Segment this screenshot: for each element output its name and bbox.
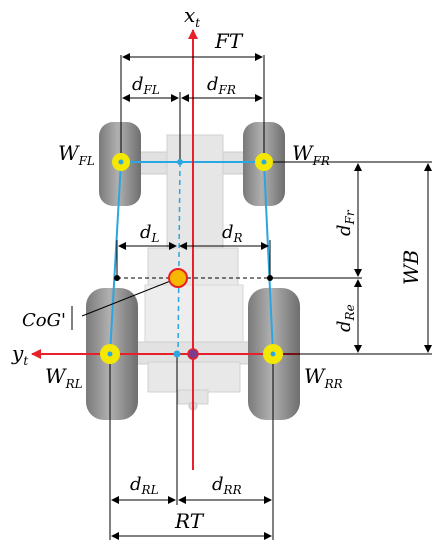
label-W-RL: WRL bbox=[45, 364, 83, 391]
label-d-Re: dRe bbox=[334, 304, 357, 332]
label-d-FR: dFR bbox=[207, 74, 236, 97]
label-d-FL: dFL bbox=[132, 74, 160, 97]
label-W-FR: WFR bbox=[292, 141, 330, 168]
label-d-L: dL bbox=[140, 222, 160, 245]
label-d-RR: dRR bbox=[212, 474, 242, 497]
x-axis-label: xt bbox=[184, 3, 200, 30]
label-d-RL: dRL bbox=[130, 474, 159, 497]
dimension-lines bbox=[71, 53, 432, 540]
cog-point bbox=[168, 268, 188, 288]
label-cog: CoG' bbox=[22, 310, 66, 331]
label-d-Fr: dFr bbox=[334, 209, 357, 236]
label-d-R: dR bbox=[222, 222, 243, 245]
label-RT: RT bbox=[174, 509, 205, 533]
label-W-FL: WFL bbox=[58, 141, 95, 168]
points bbox=[100, 153, 283, 364]
label-WB: WB bbox=[399, 250, 423, 285]
label-FT: FT bbox=[214, 29, 244, 53]
label-W-RR: WRR bbox=[304, 364, 343, 391]
y-axis-label: yt bbox=[11, 341, 28, 368]
